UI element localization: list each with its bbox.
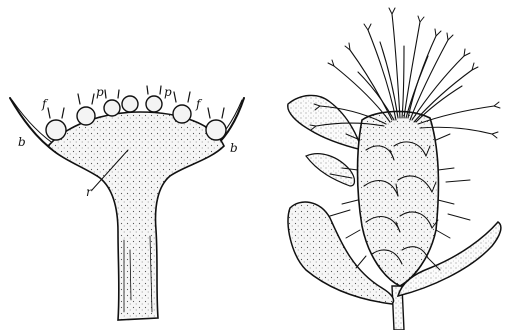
label-floret-right: f	[195, 97, 203, 111]
label-receptacle: r	[86, 185, 93, 199]
floret	[46, 120, 66, 140]
label-pappus-right: p	[164, 85, 172, 99]
receptacle-section-figure: b b f f p p r	[10, 85, 244, 320]
floret	[146, 96, 162, 112]
floret	[173, 105, 191, 123]
floret	[122, 96, 138, 112]
floret	[104, 100, 120, 116]
flower-head-figure	[288, 8, 501, 330]
label-bract-left: b	[18, 135, 26, 149]
floret	[206, 120, 226, 140]
label-bract-right: b	[230, 141, 238, 155]
floret	[77, 107, 95, 125]
leaf-mid-left	[306, 154, 355, 186]
receptacle-body	[48, 112, 224, 320]
label-pappus-left: p	[96, 85, 104, 99]
involucre-body	[358, 111, 439, 286]
